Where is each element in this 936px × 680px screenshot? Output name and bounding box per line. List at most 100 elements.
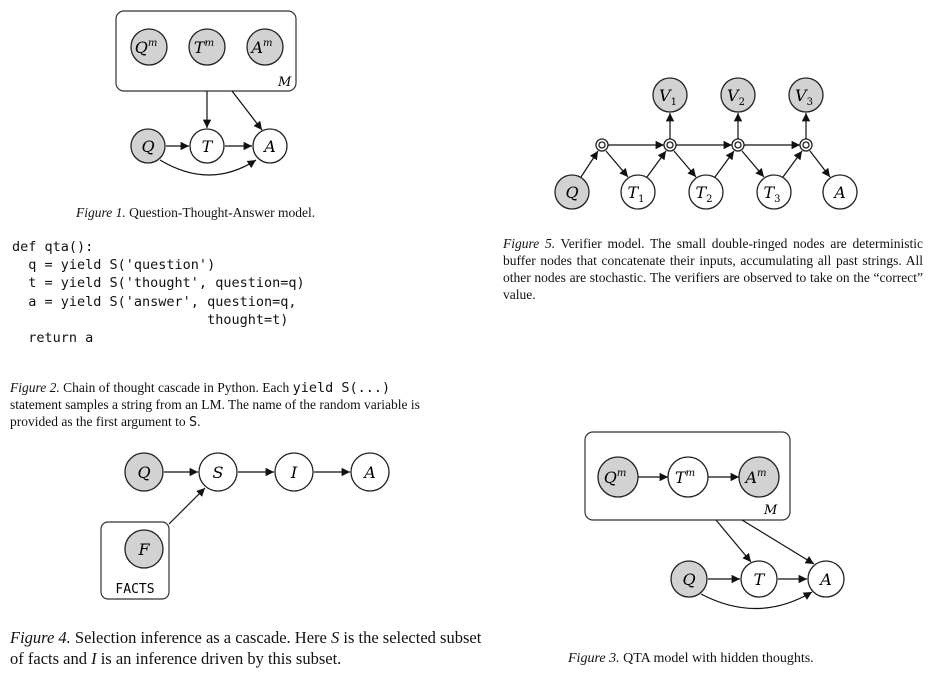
figure-3-diagram: Qm Tm Am M Q T A [584,431,845,610]
buffer-node-3 [799,138,813,152]
edge-plate-t [715,519,752,563]
node-q [670,560,708,598]
figure-3-caption: Figure 3. QTA model with hidden thoughts… [568,650,814,668]
svg-text:V1: V1 [659,86,677,108]
figure-4-caption-s: S [330,628,340,647]
buffer-node-1 [663,138,677,152]
svg-text:Tm: Tm [194,38,214,57]
svg-text:Am: Am [249,38,272,57]
edge-t3-b3 [782,150,803,178]
node-t-m-sup: m [205,38,214,49]
node-q-label: Q [682,570,695,589]
svg-text:V3: V3 [795,86,813,108]
node-q-m-label: Q [135,38,148,57]
figure-3-number: Figure 3. [568,651,620,666]
plate-facts-label: FACTS [115,582,154,597]
node-a [822,174,858,210]
svg-text:Tm: Tm [675,468,695,487]
node-t-m-sup: m [686,468,695,479]
edge-q-a-curve [700,591,813,610]
plate-m [584,431,791,521]
node-q-m-label: Q [604,468,617,487]
node-v3 [788,77,824,113]
node-q-label: Q [565,183,578,202]
svg-text:T2: T2 [695,183,712,205]
buffer-node-2 [731,138,745,152]
node-t3-sub: 3 [774,194,780,205]
plate-m-label: M [277,75,292,90]
svg-text:V2: V2 [727,86,745,108]
figure-4-caption-part1: Selection inference as a cascade. Here [74,628,327,647]
node-a-m-label: A [743,468,757,487]
code-listing: def qta(): q = yield S('question') t = y… [12,238,305,347]
plate-facts [100,521,170,600]
svg-text:T1: T1 [627,183,644,205]
svg-text:Qm: Qm [604,468,627,487]
node-t-m [188,28,226,66]
figure-2-caption-code1: yield S(...) [292,380,391,396]
node-a-m-label: A [249,38,263,57]
figure-2-caption-part1: Chain of thought cascade in Python. Each [63,380,290,395]
node-a-label: A [262,137,276,156]
figure-4-caption-part3: is an inference driven by this subset. [100,648,342,668]
svg-text:Am: Am [743,468,766,487]
plate-m-label: M [763,503,778,518]
node-q [124,452,164,492]
node-t [740,560,778,598]
code-line: def qta(): [12,239,94,255]
node-a-m [246,28,284,66]
node-t1-sub: 1 [638,194,644,205]
node-v1 [652,77,688,113]
figure-4-caption: Figure 4. Selection inference as a casca… [10,628,490,669]
edge-t1-b1 [646,150,667,178]
node-i [274,452,314,492]
code-line: t = yield S('thought', question=q) [12,275,305,292]
node-t1-label: T [627,183,639,202]
node-v1-sub: 1 [671,97,677,108]
plate-m [115,10,297,92]
figure-2-caption: Figure 2. Chain of thought cascade in Py… [10,380,420,431]
node-v2-label: V [727,86,740,105]
edge-t2-b2 [714,150,735,178]
edge-plate-a [741,519,815,565]
node-v3-label: V [795,86,808,105]
node-q-label: Q [137,463,150,482]
node-v1-label: V [659,86,672,105]
node-a [252,128,288,164]
figure-2-number: Figure 2. [10,380,60,395]
svg-text:T3: T3 [763,183,780,205]
node-t3-label: T [763,183,775,202]
figure-1-caption: Figure 1. Question-Thought-Answer model. [76,205,315,222]
node-q [130,128,166,164]
figure-2-caption-end: . [197,413,201,429]
node-t1 [620,174,656,210]
code-line: thought=t) [12,311,289,328]
node-t [189,128,225,164]
figure-1-caption-text: Question-Thought-Answer model. [129,205,316,220]
figure-1-diagram: Qm Tm Am M Q T A [115,10,297,176]
node-a-label: A [832,183,846,202]
edge-b0-t1 [605,150,629,178]
node-v2 [720,77,756,113]
edge-q-a-curve [159,159,257,176]
figure-3-caption-text: QTA model with hidden thoughts. [623,651,814,666]
edge-b2-t3 [741,150,765,178]
node-s [198,452,238,492]
node-v2-sub: 2 [739,97,745,108]
edge-b1-t2 [673,150,697,178]
node-f [124,529,164,569]
node-a [350,452,390,492]
node-a [807,560,845,598]
node-q-label: Q [141,137,154,156]
figure-5-caption-text: Verifier model. The small double-ringed … [503,236,923,302]
node-t-label: T [754,570,766,589]
node-v3-sub: 3 [807,97,813,108]
node-t2-sub: 2 [706,194,712,205]
node-q [554,174,590,210]
buffer-node-0 [595,138,609,152]
node-f-label: F [137,540,150,559]
node-q-m-sup: m [148,38,157,49]
svg-text:Qm: Qm [135,38,158,57]
code-line: q = yield S('question') [12,257,216,274]
